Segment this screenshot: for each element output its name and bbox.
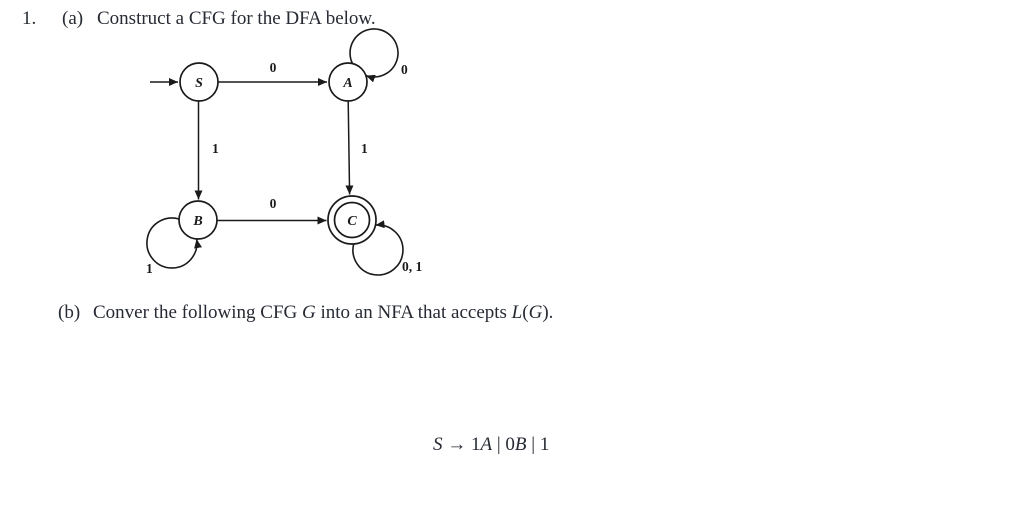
production-s: S → 1A | 0B | 1	[433, 433, 550, 455]
state-a-circle	[328, 62, 368, 102]
part-b-label: (b)	[58, 302, 81, 323]
part-b-text: Conver the following CFG G into an NFA t…	[93, 302, 554, 323]
edge-label-a-to-c: 1	[361, 141, 368, 156]
self-loop-b	[146, 217, 202, 269]
state-b-circle	[178, 200, 218, 240]
dfa-diagram: S A B C 0 0 1 1 0 1 0, 1	[146, 28, 423, 276]
edge-label-a-loop: 0	[401, 62, 408, 77]
part-a-line: 1. (a) Construct a CFG for the DFA below…	[0, 8, 1026, 32]
part-a-label: (a)	[62, 8, 84, 29]
cfg-productions: S → 1A | 0B | 1 A → 0S | 0B B → bC | b C…	[433, 369, 549, 510]
state-b-label: B	[192, 214, 202, 229]
part-b-line: (b) Conver the following CFG G into an N…	[0, 302, 1026, 326]
edge-label-b-loop: 1	[146, 261, 153, 276]
problem-number: 1.	[22, 8, 37, 29]
part-a-text: Construct a CFG for the DFA below.	[97, 8, 376, 29]
state-s-label: S	[195, 76, 203, 91]
edge-label-s-to-b: 1	[212, 141, 219, 156]
edge-label-s-to-a: 0	[270, 60, 277, 75]
state-c-label: C	[347, 214, 357, 229]
edge-label-b-to-c: 0	[270, 196, 277, 211]
self-loop-a	[349, 28, 399, 83]
self-loop-c	[352, 220, 404, 276]
state-a-label: A	[342, 76, 352, 91]
edge-a-to-c	[345, 101, 354, 195]
state-c-inner-circle	[333, 201, 371, 239]
edge-label-c-loop: 0, 1	[402, 259, 423, 274]
state-s-circle	[179, 62, 219, 102]
